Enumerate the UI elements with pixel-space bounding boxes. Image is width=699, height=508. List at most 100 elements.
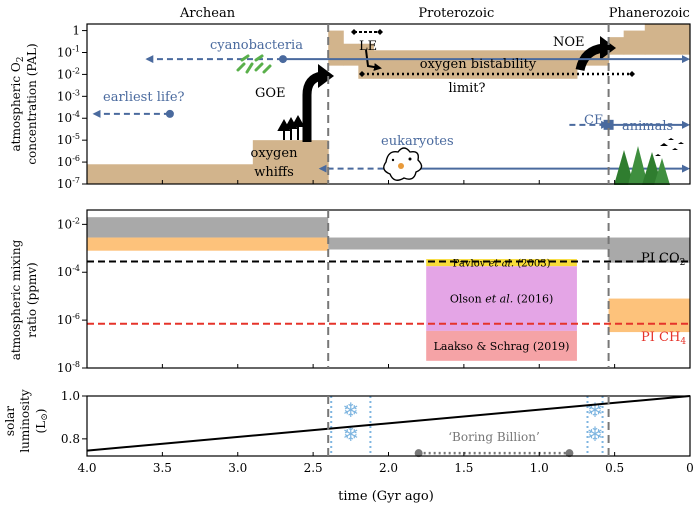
xtick-label-5: 1.5 bbox=[454, 461, 473, 475]
boring-billion-dot-start bbox=[414, 449, 423, 458]
ytick-exp: -1 bbox=[72, 44, 80, 53]
luminosity-series bbox=[86, 395, 691, 452]
ytick-base: 10 bbox=[57, 111, 72, 125]
mixing-axes: 10-210-410-610-8 bbox=[57, 209, 691, 375]
xtick-label-8: 0 bbox=[686, 461, 694, 475]
co2-block-0 bbox=[87, 217, 329, 238]
ch4-study-label-part: (2003) bbox=[514, 259, 551, 270]
label-earliest-life: earliest life? bbox=[103, 90, 185, 105]
timeline-dot-0 bbox=[278, 55, 287, 64]
ytick-label-0-2: 10-2 bbox=[57, 66, 80, 81]
ytick-exp: -4 bbox=[72, 110, 80, 119]
o2-block-1 bbox=[252, 140, 329, 184]
ytick-label-1-3: 10-8 bbox=[57, 360, 80, 375]
ch4-study-label-1: Olson et al. (2016) bbox=[450, 293, 553, 306]
pi-ch4-label: PI CH4 bbox=[641, 330, 686, 347]
ytick-exp: -7 bbox=[72, 176, 80, 185]
o2-ylabel-line2: concentration (PAL) bbox=[25, 43, 39, 164]
label-le: LE bbox=[359, 39, 377, 54]
pi-co2-sub: 2 bbox=[680, 258, 686, 268]
label-animals: animals bbox=[622, 119, 673, 134]
xtick-label-2: 3.0 bbox=[228, 461, 247, 475]
whiff-arrows bbox=[277, 114, 305, 140]
lum-ylabel-line1: solar bbox=[3, 406, 17, 436]
xtick-label-7: 0.5 bbox=[605, 461, 624, 475]
ytick-label-2-0: 1.0 bbox=[61, 389, 80, 403]
ytick-base: 10 bbox=[57, 89, 72, 103]
goe-arrowhead bbox=[318, 64, 334, 88]
ytick-exp: -5 bbox=[72, 132, 80, 141]
o2-ylabel: atmospheric O2 bbox=[9, 57, 26, 152]
o2-annotations bbox=[277, 29, 635, 142]
ytick-base: 10 bbox=[57, 217, 72, 231]
o2-block-3 bbox=[343, 43, 359, 66]
pi-co2-label: PI CO2 bbox=[641, 251, 685, 268]
o2-block-0 bbox=[87, 164, 254, 184]
label-goe: GOE bbox=[255, 86, 286, 101]
ytick-exp: -6 bbox=[72, 312, 80, 321]
o2-block-2 bbox=[328, 30, 344, 66]
ytick-base: 10 bbox=[57, 155, 72, 169]
pi-co2-text: PI CO bbox=[641, 251, 680, 266]
ch4-study-label-part: (2016) bbox=[513, 293, 553, 306]
ytick-label-0-0: 1 bbox=[72, 24, 80, 38]
ch4-block-0 bbox=[87, 237, 329, 251]
ytick-exp: -3 bbox=[72, 88, 80, 97]
ytick-base: 10 bbox=[57, 265, 72, 279]
snowflake-icon: ❄ bbox=[587, 422, 604, 446]
snowflake-icon: ❄ bbox=[587, 398, 604, 422]
bistability-diamond-right bbox=[629, 71, 635, 77]
ch4-study-label-part: Pavlov bbox=[453, 259, 489, 270]
label-limit: limit? bbox=[449, 81, 486, 96]
ch4-study-label-2: Laakso & Schrag (2019) bbox=[434, 340, 570, 353]
ytick-base: 10 bbox=[57, 45, 72, 59]
lum-unit-open: (L bbox=[34, 421, 48, 434]
ytick-label-2-1: 0.8 bbox=[61, 432, 80, 446]
forest-icon bbox=[614, 138, 684, 185]
le-diamond-left bbox=[351, 29, 357, 35]
ytick-label-0-6: 10-6 bbox=[57, 154, 80, 169]
eon-label-archean: Archean bbox=[179, 6, 236, 21]
lum-unit-close: ) bbox=[34, 409, 48, 414]
ytick-base: 10 bbox=[57, 177, 72, 191]
xtick-label-3: 2.5 bbox=[304, 461, 323, 475]
xtick-label-1: 3.5 bbox=[153, 461, 172, 475]
eukaryote-icon bbox=[383, 147, 423, 181]
lum-ylabel-unit: (L⊙) bbox=[34, 409, 50, 434]
xtick-label-4: 2.0 bbox=[379, 461, 398, 475]
ytick-label-0-3: 10-3 bbox=[57, 88, 80, 103]
x-axis-label: time (Gyr ago) bbox=[338, 489, 434, 504]
xtick-label-6: 1.0 bbox=[530, 461, 549, 475]
label-oxygen-whiffs-2: whiffs bbox=[254, 165, 294, 180]
boring-billion bbox=[414, 449, 574, 458]
mixing-blocks bbox=[87, 217, 690, 361]
o2-labels: oxygen whiffs GOE LE oxygen bistability … bbox=[103, 35, 673, 180]
sun-symbol: ⊙ bbox=[40, 413, 50, 421]
eon-boundaries bbox=[327, 24, 610, 456]
ytick-label-0-4: 10-4 bbox=[57, 110, 80, 125]
timeline-dot-1 bbox=[165, 109, 174, 118]
ch4-study-1 bbox=[426, 266, 577, 331]
ch4-study-label-part: et al. bbox=[489, 259, 514, 270]
label-ce: CE bbox=[584, 113, 603, 128]
ytick-exp: -6 bbox=[72, 154, 80, 163]
boring-billion-dot-end bbox=[565, 449, 574, 458]
label-eukaryotes: eukaryotes bbox=[381, 134, 454, 149]
label-cyanobacteria: cyanobacteria bbox=[210, 38, 303, 53]
label-oxygen-whiffs-1: oxygen bbox=[251, 146, 299, 161]
le-diamond-right bbox=[377, 29, 383, 35]
snowball-bands: ❄❄❄❄ bbox=[330, 396, 604, 456]
luminosity-line bbox=[86, 395, 691, 452]
mixing-ylabel-line1: atmospheric mixing bbox=[9, 239, 23, 360]
cyanobacteria-icon bbox=[236, 54, 272, 74]
eon-label-proterozoic: Proterozoic bbox=[418, 6, 494, 21]
le-arrow bbox=[365, 49, 382, 71]
ch4-study-label-0: Pavlov et al. (2003) bbox=[453, 259, 551, 270]
o2-block-4 bbox=[358, 43, 374, 79]
mixing-ylabel-line2: ratio (ppmv) bbox=[25, 262, 39, 337]
ytick-base: 10 bbox=[57, 313, 72, 327]
label-oxygen-bistability: oxygen bistability bbox=[420, 57, 537, 72]
ch4-block-1 bbox=[608, 298, 690, 333]
